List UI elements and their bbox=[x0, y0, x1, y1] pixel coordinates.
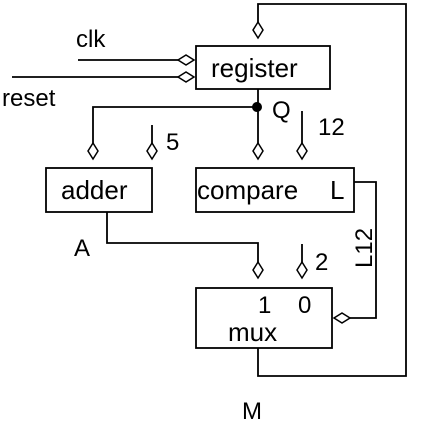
clk-label: clk bbox=[76, 26, 106, 53]
adder-constant-label: 5 bbox=[166, 129, 179, 156]
select-wire-label: L12 bbox=[351, 228, 378, 268]
reset-label: reset bbox=[2, 85, 56, 112]
q-branch-wire bbox=[92, 106, 258, 143]
mux-input1-port-arrow bbox=[252, 260, 264, 280]
feedback-label: M bbox=[242, 398, 262, 425]
mux-input1-label: 1 bbox=[258, 292, 271, 319]
register-feedback-port-arrow bbox=[252, 20, 264, 40]
mux-label: mux bbox=[228, 317, 277, 347]
clk-wire bbox=[78, 54, 196, 66]
clk-port-arrow bbox=[176, 54, 196, 66]
mux-input0-label: 0 bbox=[298, 292, 311, 319]
select-wire bbox=[350, 181, 377, 319]
compare-output-label: L bbox=[330, 175, 344, 205]
feedback-wire bbox=[257, 3, 407, 377]
adder-output-label: A bbox=[74, 235, 90, 262]
adder-block bbox=[45, 167, 153, 213]
compare-q-port-arrow bbox=[252, 141, 264, 161]
q-junction-dot bbox=[252, 102, 262, 112]
compare-constant-label: 12 bbox=[318, 114, 345, 141]
mux-select-port-arrow bbox=[332, 312, 352, 324]
q-label: Q bbox=[272, 97, 291, 124]
reset-wire bbox=[12, 71, 196, 83]
adder-q-port-arrow bbox=[87, 141, 99, 161]
mux-input0-port-arrow bbox=[296, 260, 308, 280]
compare-constant-port-arrow bbox=[296, 141, 308, 161]
mux-block bbox=[195, 287, 333, 349]
reset-port-arrow bbox=[176, 71, 196, 83]
compare-label: compare bbox=[197, 175, 298, 205]
adder-output-wire bbox=[106, 212, 259, 262]
register-block bbox=[195, 45, 331, 90]
register-label: register bbox=[211, 53, 298, 83]
compare-block bbox=[195, 167, 355, 213]
mux-constant-label: 2 bbox=[315, 249, 328, 276]
adder-label: adder bbox=[61, 175, 128, 205]
adder-constant-port-arrow bbox=[146, 141, 158, 161]
